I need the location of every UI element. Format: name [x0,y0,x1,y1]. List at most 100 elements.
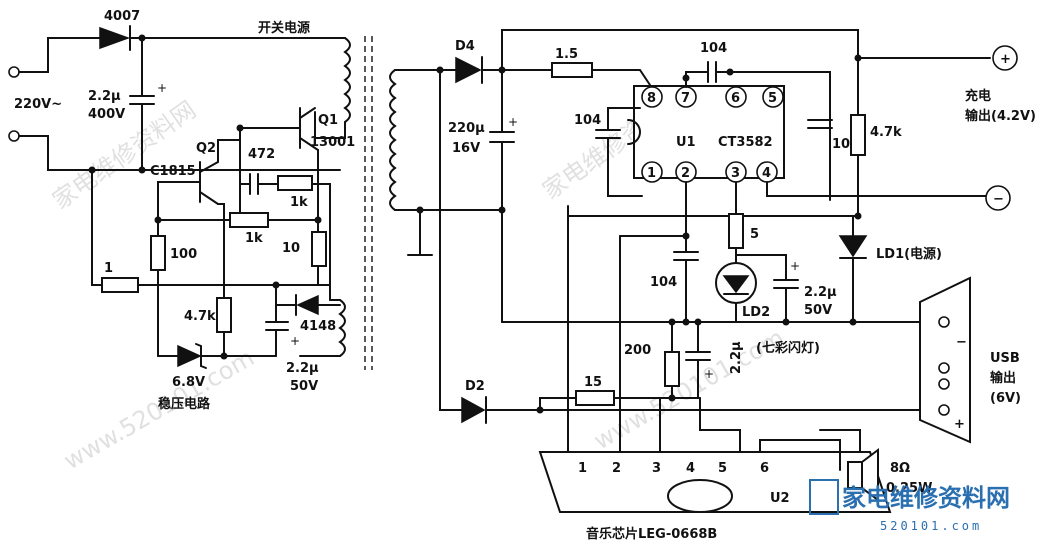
junction [236,124,244,132]
cap-104-left-label: 104 [574,113,601,128]
wire [567,205,859,217]
wire [735,254,787,281]
junction [682,318,690,326]
wire-bridge [627,119,641,145]
ic-pin-1 [641,161,663,183]
wire [439,69,463,411]
zener-icon [177,344,202,368]
plus-sign: + [157,81,167,95]
charge-label-2: 输出(4.2V) [965,108,1036,124]
music-pin-5: 5 [718,461,727,476]
ac-terminal-top [8,66,20,78]
wire [819,429,861,453]
wire [715,71,831,201]
charge-minus-terminal [985,185,1011,211]
resistor-10 [311,231,327,267]
music-chip-u2: U2 [770,491,790,506]
speaker-watt: 0.25W [886,481,932,496]
junction [138,166,146,174]
diode-4148-icon [296,294,319,316]
ic-pin-6-label: 6 [731,91,740,106]
cap-104-low-label: 104 [650,275,677,290]
usb-pin-plus [938,404,950,416]
diode-4148-label: 4148 [300,319,336,334]
site-logo-text: 家电维修资料网 [842,483,1010,512]
ic-pin-4-label: 4 [762,166,771,181]
transformer-secondary-coil-icon [389,69,397,211]
wire [157,181,201,221]
q2-part: C1815 [150,164,196,179]
plus-sign: + [790,259,800,273]
wire [766,181,991,197]
music-chip-blob [667,479,733,513]
resistor-4k7-right-label: 4.7k [870,125,902,140]
resistor-100 [150,235,166,271]
ac-input-label: 220V~ [14,97,62,112]
resistor-10-label: 10 [282,241,300,256]
site-logo: 家电维修资料网 520101.com [809,479,1010,533]
music-pin-1: 1 [578,461,587,476]
charge-label-1: 充电 [965,88,991,104]
junction [726,68,734,76]
resistor-1-5 [551,62,593,78]
resistor-4k7-left [216,297,232,333]
music-pin-4: 4 [686,461,695,476]
resistor-4k7-left-label: 4.7k [184,309,216,324]
resistor-200-label: 200 [624,343,651,358]
ic-pin-3-label: 3 [731,166,740,181]
cap-u1-low-label: 2.2μ [729,341,744,374]
resistor-1k-mid [229,212,269,228]
cap-fb-voltage: 50V [290,379,318,394]
wire-ac-top [18,37,101,73]
led-ld2-label: LD2 [742,305,770,320]
usb-label-3: (6V) [990,391,1021,406]
resistor-1 [101,277,139,293]
plus-sign: + [704,367,714,381]
usb-minus-sign: − [956,335,967,350]
charge-plus-terminal [992,45,1018,71]
cap-fb-value: 2.2μ [286,361,319,376]
charge-plus-sign: + [1000,52,1011,67]
q1-emitter [299,137,319,151]
diode-d2-icon [461,396,486,424]
plus-sign: + [290,334,300,348]
q2-name: Q2 [196,141,216,156]
wire [685,71,709,88]
usb-pin-data1 [938,362,950,374]
cap-input-value: 2.2μ [88,89,121,104]
usb-pin-data2 [938,378,950,390]
d4-label: D4 [455,39,475,54]
wire-top-rail [501,29,859,116]
q1-name: Q1 [318,113,338,128]
site-logo-url: 520101.com [880,519,982,533]
regulator-caption: 稳压电路 [158,396,211,412]
d2-label: D2 [465,379,485,394]
speaker-ohm: 8Ω [890,461,910,476]
q2-collector [199,161,219,173]
wire [394,209,421,256]
wire [91,169,103,286]
charge-minus-sign: − [993,192,1004,207]
junction [682,74,690,82]
speaker-cone [861,448,879,502]
ic-pin-8 [641,86,663,108]
ac-terminal-bottom [8,130,20,142]
music-pin-2: 2 [612,461,621,476]
cap-ld2-voltage: 50V [804,303,832,318]
ic-pin-7-label: 7 [681,91,690,106]
resistor-1k-top-label: 1k [290,195,308,210]
wire [311,183,331,301]
resistor-1-5-label: 1.5 [555,47,578,62]
cap-104-top-label: 104 [700,41,727,56]
transformer-feedback-coil-icon [338,299,346,357]
q1-collector [299,107,316,119]
resistor-5-label: 5 [750,227,759,242]
ic-pin-5 [762,86,784,108]
wire [314,111,346,139]
ic-u1-top-pins: 8 7 6 5 [641,86,784,108]
power-supply-title: 开关电源 [258,20,310,36]
music-chip-caption: 音乐芯片LEG-0668B [586,526,717,542]
wire [607,107,641,131]
resistor-100-label: 100 [170,247,197,262]
